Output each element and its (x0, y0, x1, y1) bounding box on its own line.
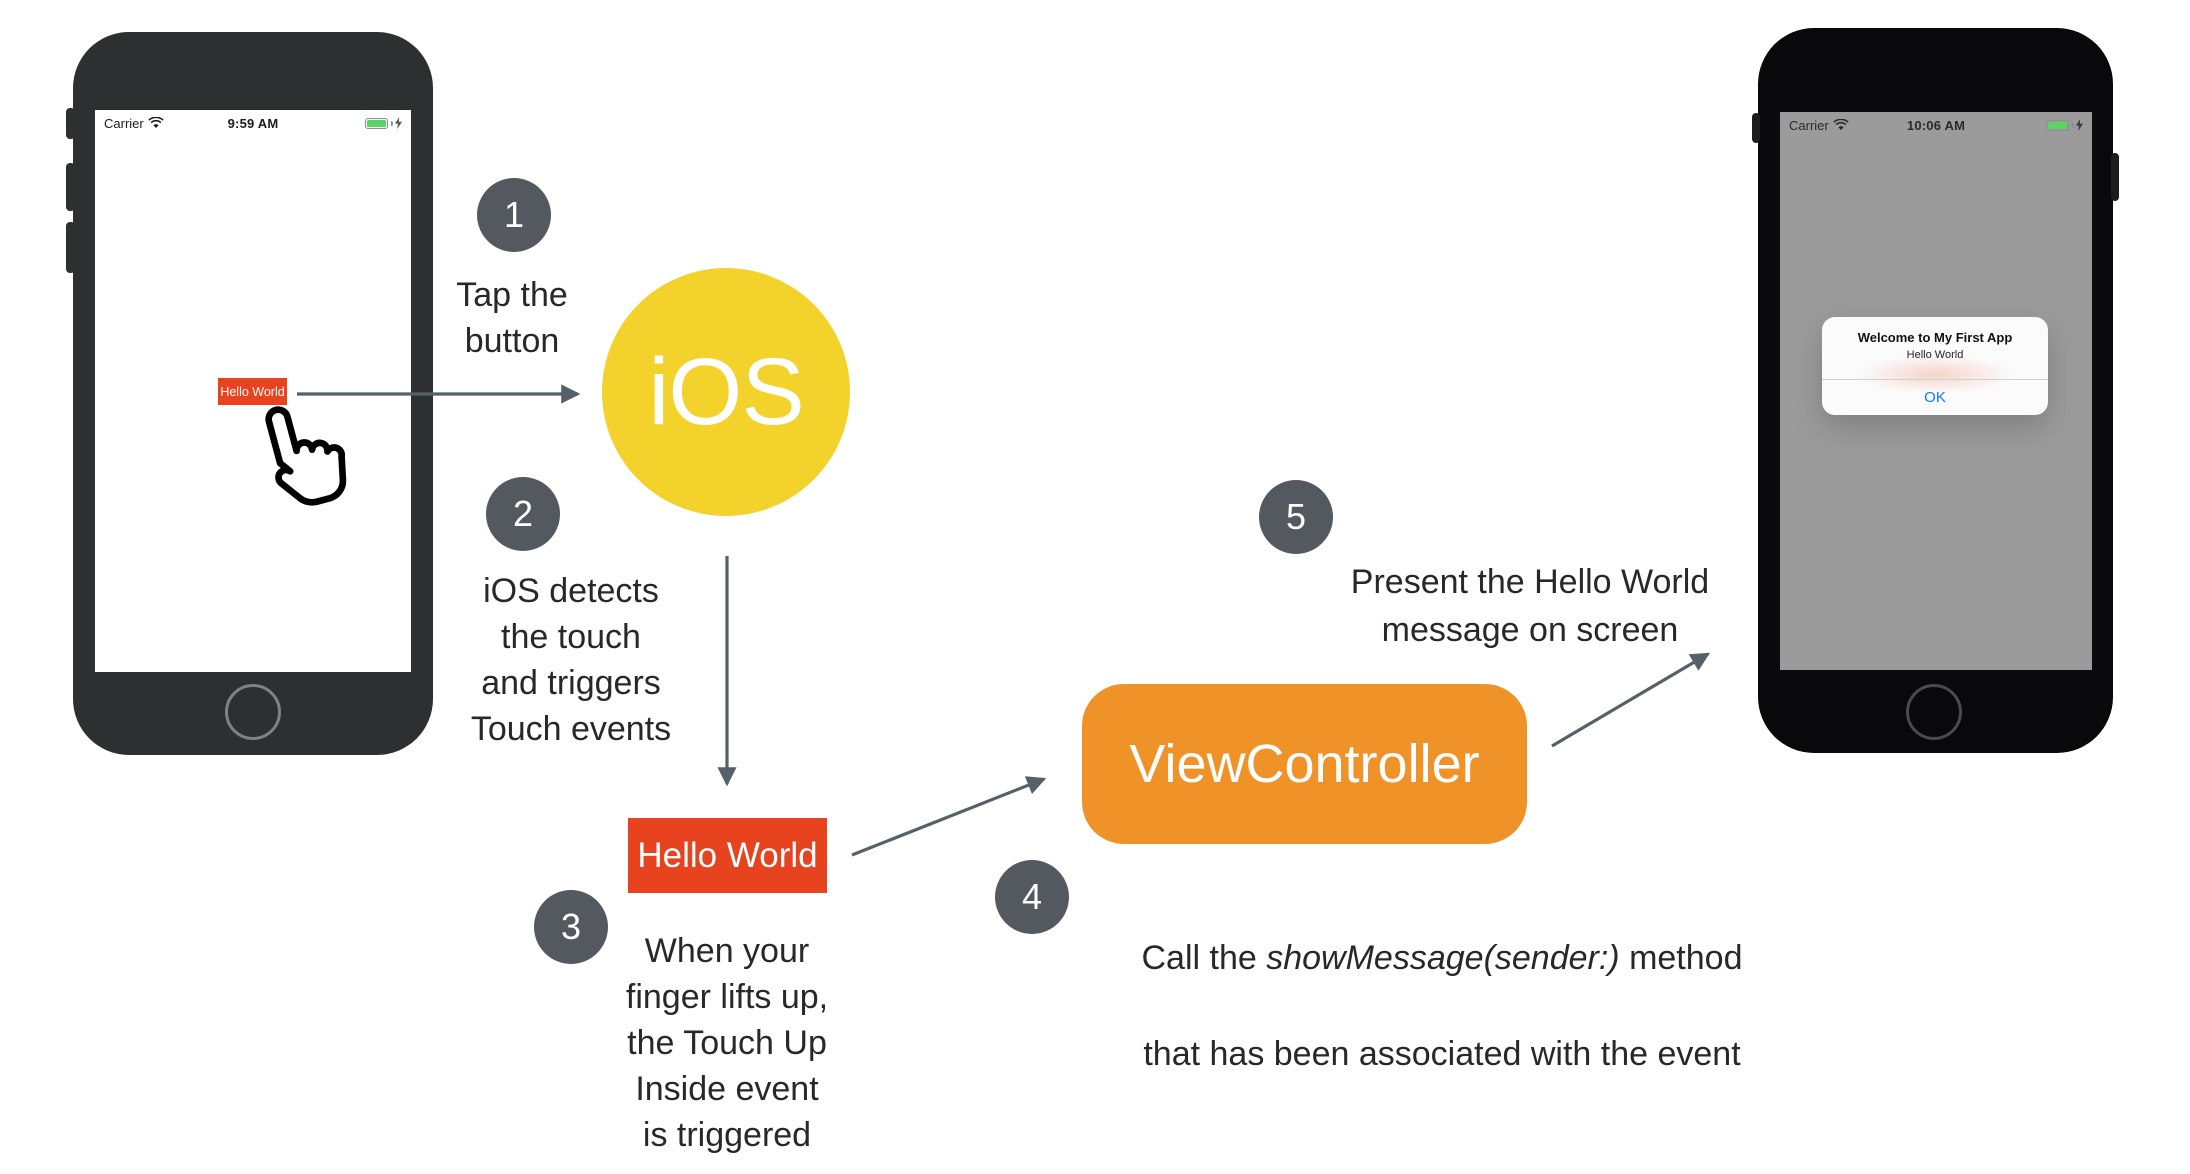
charging-bolt-icon (395, 117, 402, 129)
home-button[interactable] (225, 684, 281, 740)
iphone-left-screen: Carrier 9:59 AM Hello World (95, 110, 411, 672)
alert-message: Hello World (1906, 349, 1964, 361)
step-1-badge: 1 (477, 178, 551, 252)
step-5-badge: 5 (1259, 480, 1333, 554)
step-3-badge: 3 (534, 890, 608, 964)
battery-icon (2046, 119, 2070, 131)
arrow-button-to-viewcontroller (851, 776, 1047, 857)
status-bar: Carrier 10:06 AM (1780, 112, 2092, 138)
alert-title: Welcome to My First App (1857, 330, 2013, 345)
charging-bolt-icon (2076, 119, 2084, 131)
step-5-text: Present the Hello World message on scree… (1350, 563, 1710, 649)
ios-node: iOS (602, 268, 850, 516)
arrow-viewcontroller-to-phone (1551, 652, 1711, 748)
time-label: 9:59 AM (227, 115, 279, 131)
mute-switch[interactable] (1752, 113, 1760, 143)
step-4-text: Call the showMessage(sender:) method tha… (1092, 886, 1792, 1126)
alert-ok-button[interactable]: OK (1924, 389, 1946, 406)
wifi-icon (148, 117, 164, 128)
wifi-icon (1833, 119, 1849, 130)
step-4-line1: Call the showMessage(sender:) method (1141, 939, 1743, 977)
power-button[interactable] (2111, 153, 2119, 201)
iphone-left: Carrier 9:59 AM Hello World (66, 32, 433, 755)
method-name: showMessage(sender:) (1266, 939, 1620, 977)
hello-world-button[interactable]: Hello World (218, 378, 287, 405)
step-2-badge: 2 (486, 477, 560, 551)
tap-hand-icon (265, 406, 347, 506)
iphone-right: Carrier 10:06 AM Welcome (1752, 28, 2119, 753)
time-label: 10:06 AM (1906, 117, 1966, 133)
step-4-badge: 4 (995, 860, 1069, 934)
iphone-right-screen: Carrier 10:06 AM Welcome (1780, 112, 2092, 670)
hello-world-node: Hello World (628, 818, 827, 893)
home-button[interactable] (1906, 684, 1962, 740)
step-1-text: Tap the button (456, 276, 568, 360)
viewcontroller-node: ViewController (1082, 684, 1527, 844)
carrier-label: Carrier (104, 115, 144, 131)
battery-icon (365, 117, 388, 129)
carrier-label: Carrier (1789, 117, 1829, 133)
mute-switch[interactable] (66, 108, 75, 139)
step-2-text: iOS detects the touch and triggers Touch… (470, 572, 672, 748)
volume-up-button[interactable] (66, 163, 75, 211)
volume-down-button[interactable] (66, 222, 75, 273)
step-4-line2: that has been associated with the event (1143, 1035, 1741, 1073)
status-bar: Carrier 9:59 AM (95, 110, 411, 136)
alert-divider (1822, 379, 2048, 380)
step-3-text: When your finger lifts up, the Touch Up … (625, 932, 829, 1154)
alert-dialog: Welcome to My First App Hello World OK (1822, 317, 2048, 415)
